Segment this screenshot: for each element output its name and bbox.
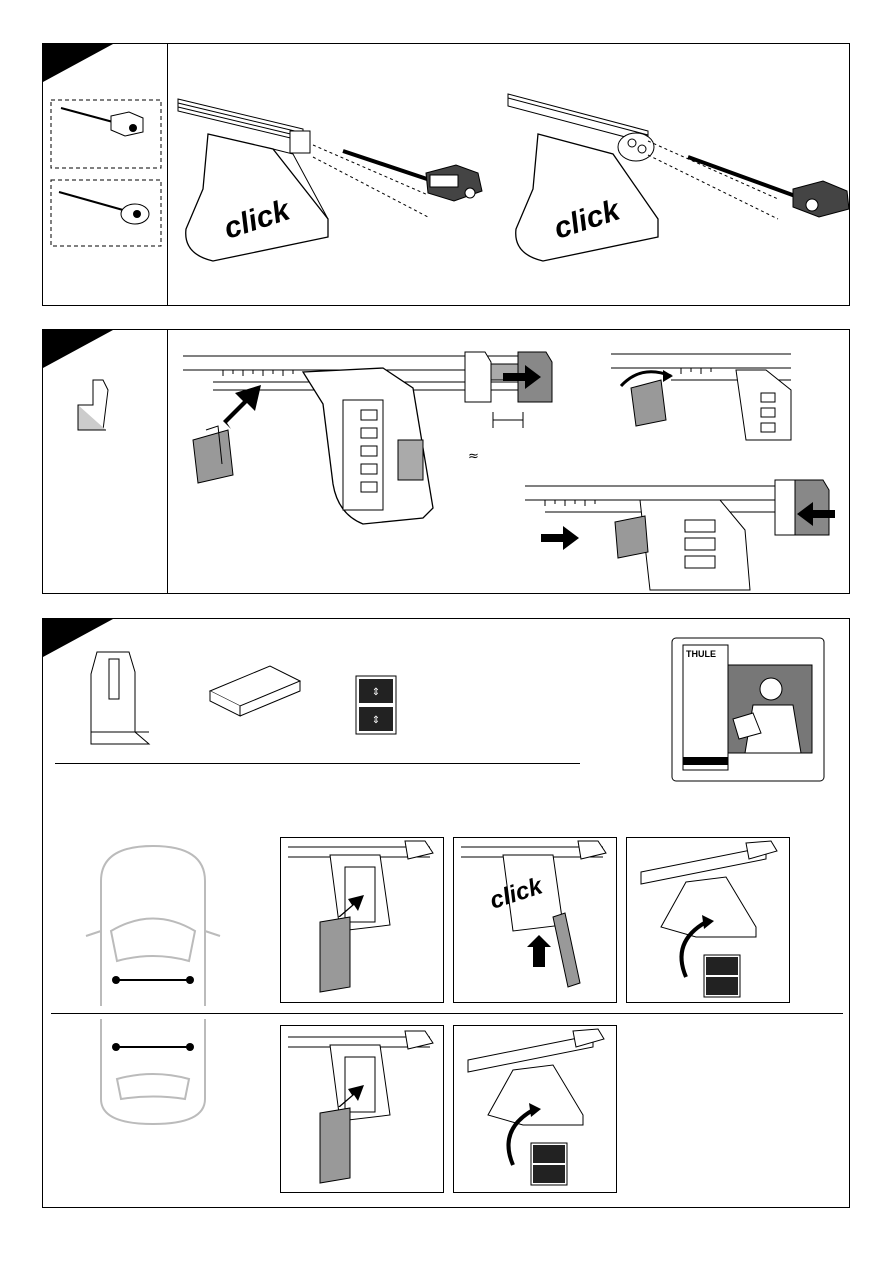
- foot-with-round-bar-illustration: click: [508, 89, 838, 264]
- arrow-right-pull: [503, 365, 543, 389]
- arrow-right-push-clip: [541, 526, 581, 550]
- clip-insert-illustration: [188, 420, 238, 485]
- step-corner-marker-1: [43, 44, 113, 82]
- end-cap-part-a: [51, 100, 161, 168]
- sticker-apply-step-front: [626, 837, 790, 1003]
- arrow-left-push-cap: [795, 502, 835, 526]
- pad-attach-step-rear: [280, 1025, 444, 1193]
- step-panel-2: ≈: [42, 329, 850, 594]
- pad-attach-step-1: [280, 837, 444, 1003]
- foot-pad-part: [85, 647, 155, 752]
- bar-clip-part: [73, 375, 123, 445]
- sticker-labels-part: ⇕ ⇕: [355, 675, 397, 735]
- step-corner-marker-2: [43, 330, 113, 368]
- step-panel-3: ⇕ ⇕ THULE: [42, 618, 850, 1208]
- instruction-booklet-icon: THULE: [671, 637, 826, 782]
- end-cap-part-b: [51, 180, 161, 246]
- sticker-apply-step-rear: [453, 1025, 617, 1193]
- approx-symbol: ≈: [468, 449, 479, 464]
- car-top-view-rear-rack: [81, 1019, 226, 1129]
- svg-text:⇕: ⇕: [372, 687, 380, 698]
- step-panel-1: click click: [42, 43, 850, 306]
- rubber-pad-part: [205, 661, 305, 721]
- clip-rotate-detail: [611, 348, 796, 448]
- pad-attach-step-2: click: [453, 837, 617, 1003]
- booklet-brand-label: THULE: [686, 649, 716, 659]
- foot-with-square-bar-illustration: click: [178, 89, 498, 264]
- car-top-view-front-rack: [81, 841, 226, 1016]
- svg-text:⇕: ⇕: [372, 715, 380, 726]
